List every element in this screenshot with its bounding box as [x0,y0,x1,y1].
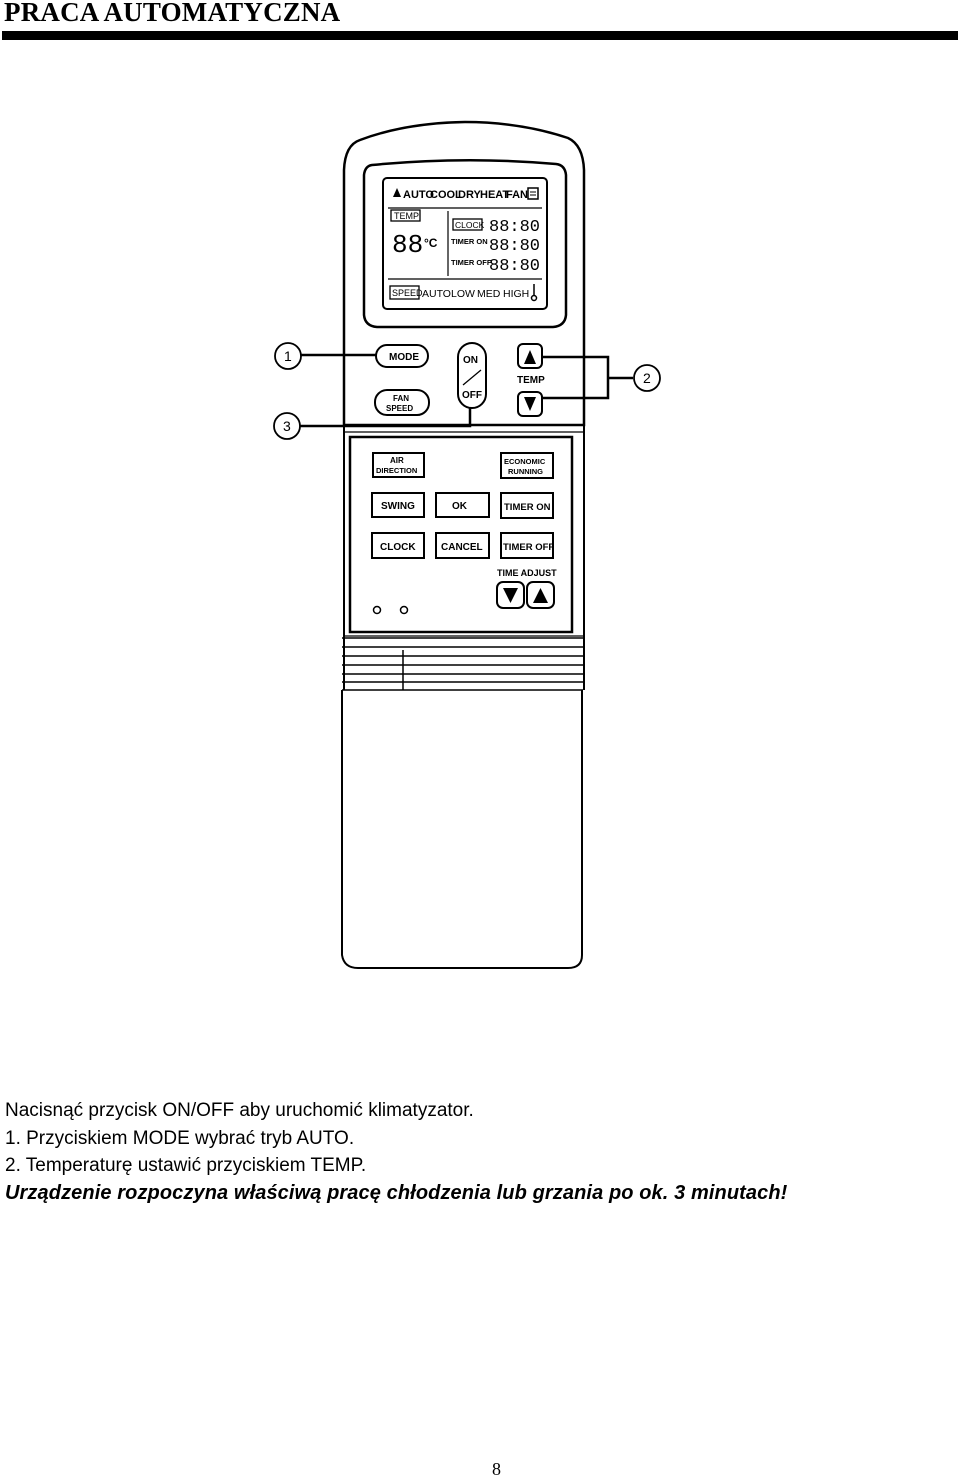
display-clock-label: CLOCK [455,220,485,230]
callout-2-label: 2 [643,370,651,386]
display-speed-label: SPEED [392,288,423,298]
clock-label-box [452,218,483,231]
display-timer-on-label: TIMER ON [451,237,488,246]
instruction-line-3: 2. Temperaturę ustawić przyciskiem TEMP. [5,1155,367,1176]
display-timer-on-digits: 88:80 [489,237,540,256]
temp-up-button[interactable] [517,343,543,369]
svg-text:DIRECTION: DIRECTION [376,466,417,475]
indicator-light-left [372,605,382,615]
ok-button[interactable]: OK [435,492,490,518]
callout-2-circle [633,364,661,392]
time-adjust-label: TIME ADJUST [497,568,557,578]
up-arrow-icon [533,588,548,603]
instruction-line-1: Nacisnąć przycisk ON/OFF aby uruchomić k… [5,1100,474,1121]
fan-speed-button[interactable]: FAN SPEED [374,389,430,416]
battery-cover [341,690,583,969]
display-timer-off-label: TIMER OFF [451,258,492,267]
display-temp-digits: 88 [392,230,423,260]
cancel-button[interactable]: CANCEL [435,532,490,559]
display-temp-unit: °C [424,236,438,250]
mode-indicator-icon [393,188,401,197]
temp-button-label: TEMP [517,375,545,386]
svg-text:FAN: FAN [393,394,409,403]
svg-text:SWING: SWING [381,501,415,512]
lcd-frame [362,159,568,329]
clock-button[interactable]: CLOCK [371,532,425,559]
svg-text:SPEED: SPEED [386,404,413,413]
display-mode-auto: AUTO [403,189,434,201]
down-arrow-icon [503,588,518,603]
page-number: 8 [492,1459,501,1479]
down-arrow-icon [524,397,536,411]
up-arrow-icon [524,350,536,364]
display-speed-med: MED [477,288,501,300]
time-adjust-down-button[interactable] [496,581,525,609]
svg-text:ECONOMIC: ECONOMIC [504,457,546,466]
svg-text:TIMER OFF: TIMER OFF [503,542,554,553]
fan-blade-icon [527,187,539,200]
display-mode-dry: DRY [458,189,481,201]
display-speed-high: HIGH [503,288,529,300]
timer-off-button[interactable]: TIMER OFF [500,532,554,559]
svg-text:ON: ON [463,355,478,366]
temp-down-button[interactable] [517,391,543,417]
economic-running-button[interactable]: ECONOMIC RUNNING [500,452,554,479]
svg-text:TIMER ON: TIMER ON [504,502,551,513]
lcd-screen [382,177,548,310]
thermometer-icon [530,284,538,302]
display-mode-fan: FAN [506,189,528,201]
svg-text:OK: OK [452,501,468,512]
swing-button[interactable]: SWING [371,492,425,518]
display-timer-off-digits: 88:80 [489,257,540,276]
instruction-line-2: 1. Przyciskiem MODE wybrać tryb AUTO. [5,1127,355,1149]
display-speed-low: LOW [451,288,475,300]
svg-text:OFF: OFF [462,390,482,401]
title-rule [2,31,958,40]
svg-text:CANCEL: CANCEL [441,542,483,553]
grip-ribs [342,637,583,691]
instructions: Nacisnąć przycisk ON/OFF aby uruchomić k… [5,1097,787,1207]
svg-text:CLOCK: CLOCK [380,542,416,553]
air-direction-button[interactable]: AIR DIRECTION [372,452,425,478]
on-off-button[interactable]: ON OFF [457,342,487,409]
svg-text:RUNNING: RUNNING [508,467,543,476]
timer-on-button[interactable]: TIMER ON [500,492,554,519]
callout-3-leader [300,408,472,428]
mode-button[interactable]: MODE [375,344,429,368]
temp-label-box [390,209,421,222]
svg-text:AIR: AIR [390,456,404,465]
display-clock-digits: 88:80 [489,218,540,237]
callout-1-label: 1 [284,348,292,364]
page-title: PRACA AUTOMATYCZNA [4,0,341,27]
display-temp-label: TEMP [394,211,419,221]
callout-2-leader [542,355,610,400]
instruction-note: Urządzenie rozpoczyna właściwą pracę chł… [5,1181,788,1204]
button-panel [348,435,574,634]
indicator-light-right [399,605,409,615]
svg-text:MODE: MODE [389,352,419,363]
speed-label-box [389,285,420,300]
remote-control-figure: AUTO COOL DRY HEAT FAN TEMP 88 °C CLOCK … [273,120,661,969]
display-speed-auto: AUTO [422,288,451,300]
time-adjust-up-button[interactable] [526,581,555,609]
remote-body-outline [342,120,586,427]
display-mode-cool: COOL [430,189,462,201]
display-mode-heat: HEAT [480,189,509,201]
callout-3-label: 3 [283,418,291,434]
